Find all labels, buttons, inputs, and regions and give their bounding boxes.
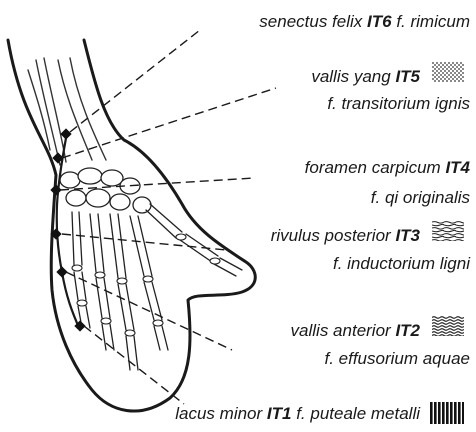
label-it2-latin: f. effusorium aquae xyxy=(324,349,470,369)
swatch-fire-dots xyxy=(432,62,464,82)
leader-it6 xyxy=(70,30,200,132)
acupoint-it4 xyxy=(50,184,61,195)
label-it2: vallis anterior IT2 xyxy=(291,321,420,341)
label-it1-name: lacus minor xyxy=(175,404,262,423)
acupoint-it6 xyxy=(60,128,71,139)
label-it1-code: IT1 xyxy=(267,404,292,423)
label-it3-code: IT3 xyxy=(395,226,420,245)
label-it5-name: vallis yang xyxy=(311,67,390,86)
label-it1-latin: f. puteale metalli xyxy=(296,404,420,423)
leader-it2 xyxy=(66,272,232,350)
label-it4-code: IT4 xyxy=(445,158,470,177)
label-it6-name: senectus felix xyxy=(259,12,362,31)
label-it4: foramen carpicum IT4 xyxy=(305,158,470,178)
swatch-water-waves xyxy=(432,316,464,336)
label-it5-latin: f. transitorium ignis xyxy=(327,94,470,114)
leader-it5 xyxy=(62,88,276,158)
label-it6: senectus felix IT6 f. rimicum xyxy=(259,12,470,32)
label-it6-code: IT6 xyxy=(367,12,392,31)
label-it2-code: IT2 xyxy=(395,321,420,340)
label-it1: lacus minor IT1 f. puteale metalli xyxy=(175,404,420,424)
label-it3-name: rivulus posterior xyxy=(271,226,391,245)
label-it3-latin: f. inductorium ligni xyxy=(333,254,470,274)
label-it6-latin: f. rimicum xyxy=(396,12,470,31)
label-it2-name: vallis anterior xyxy=(291,321,391,340)
label-it3: rivulus posterior IT3 xyxy=(271,226,420,246)
acupoint-it2 xyxy=(56,266,67,277)
label-it4-name: foramen carpicum xyxy=(305,158,441,177)
swatch-wood-grain xyxy=(432,221,464,241)
label-it5: vallis yang IT5 xyxy=(311,67,420,87)
label-it5-code: IT5 xyxy=(395,67,420,86)
label-it4-latin: f. qi originalis xyxy=(371,188,470,208)
swatch-metal-bars xyxy=(430,402,464,424)
